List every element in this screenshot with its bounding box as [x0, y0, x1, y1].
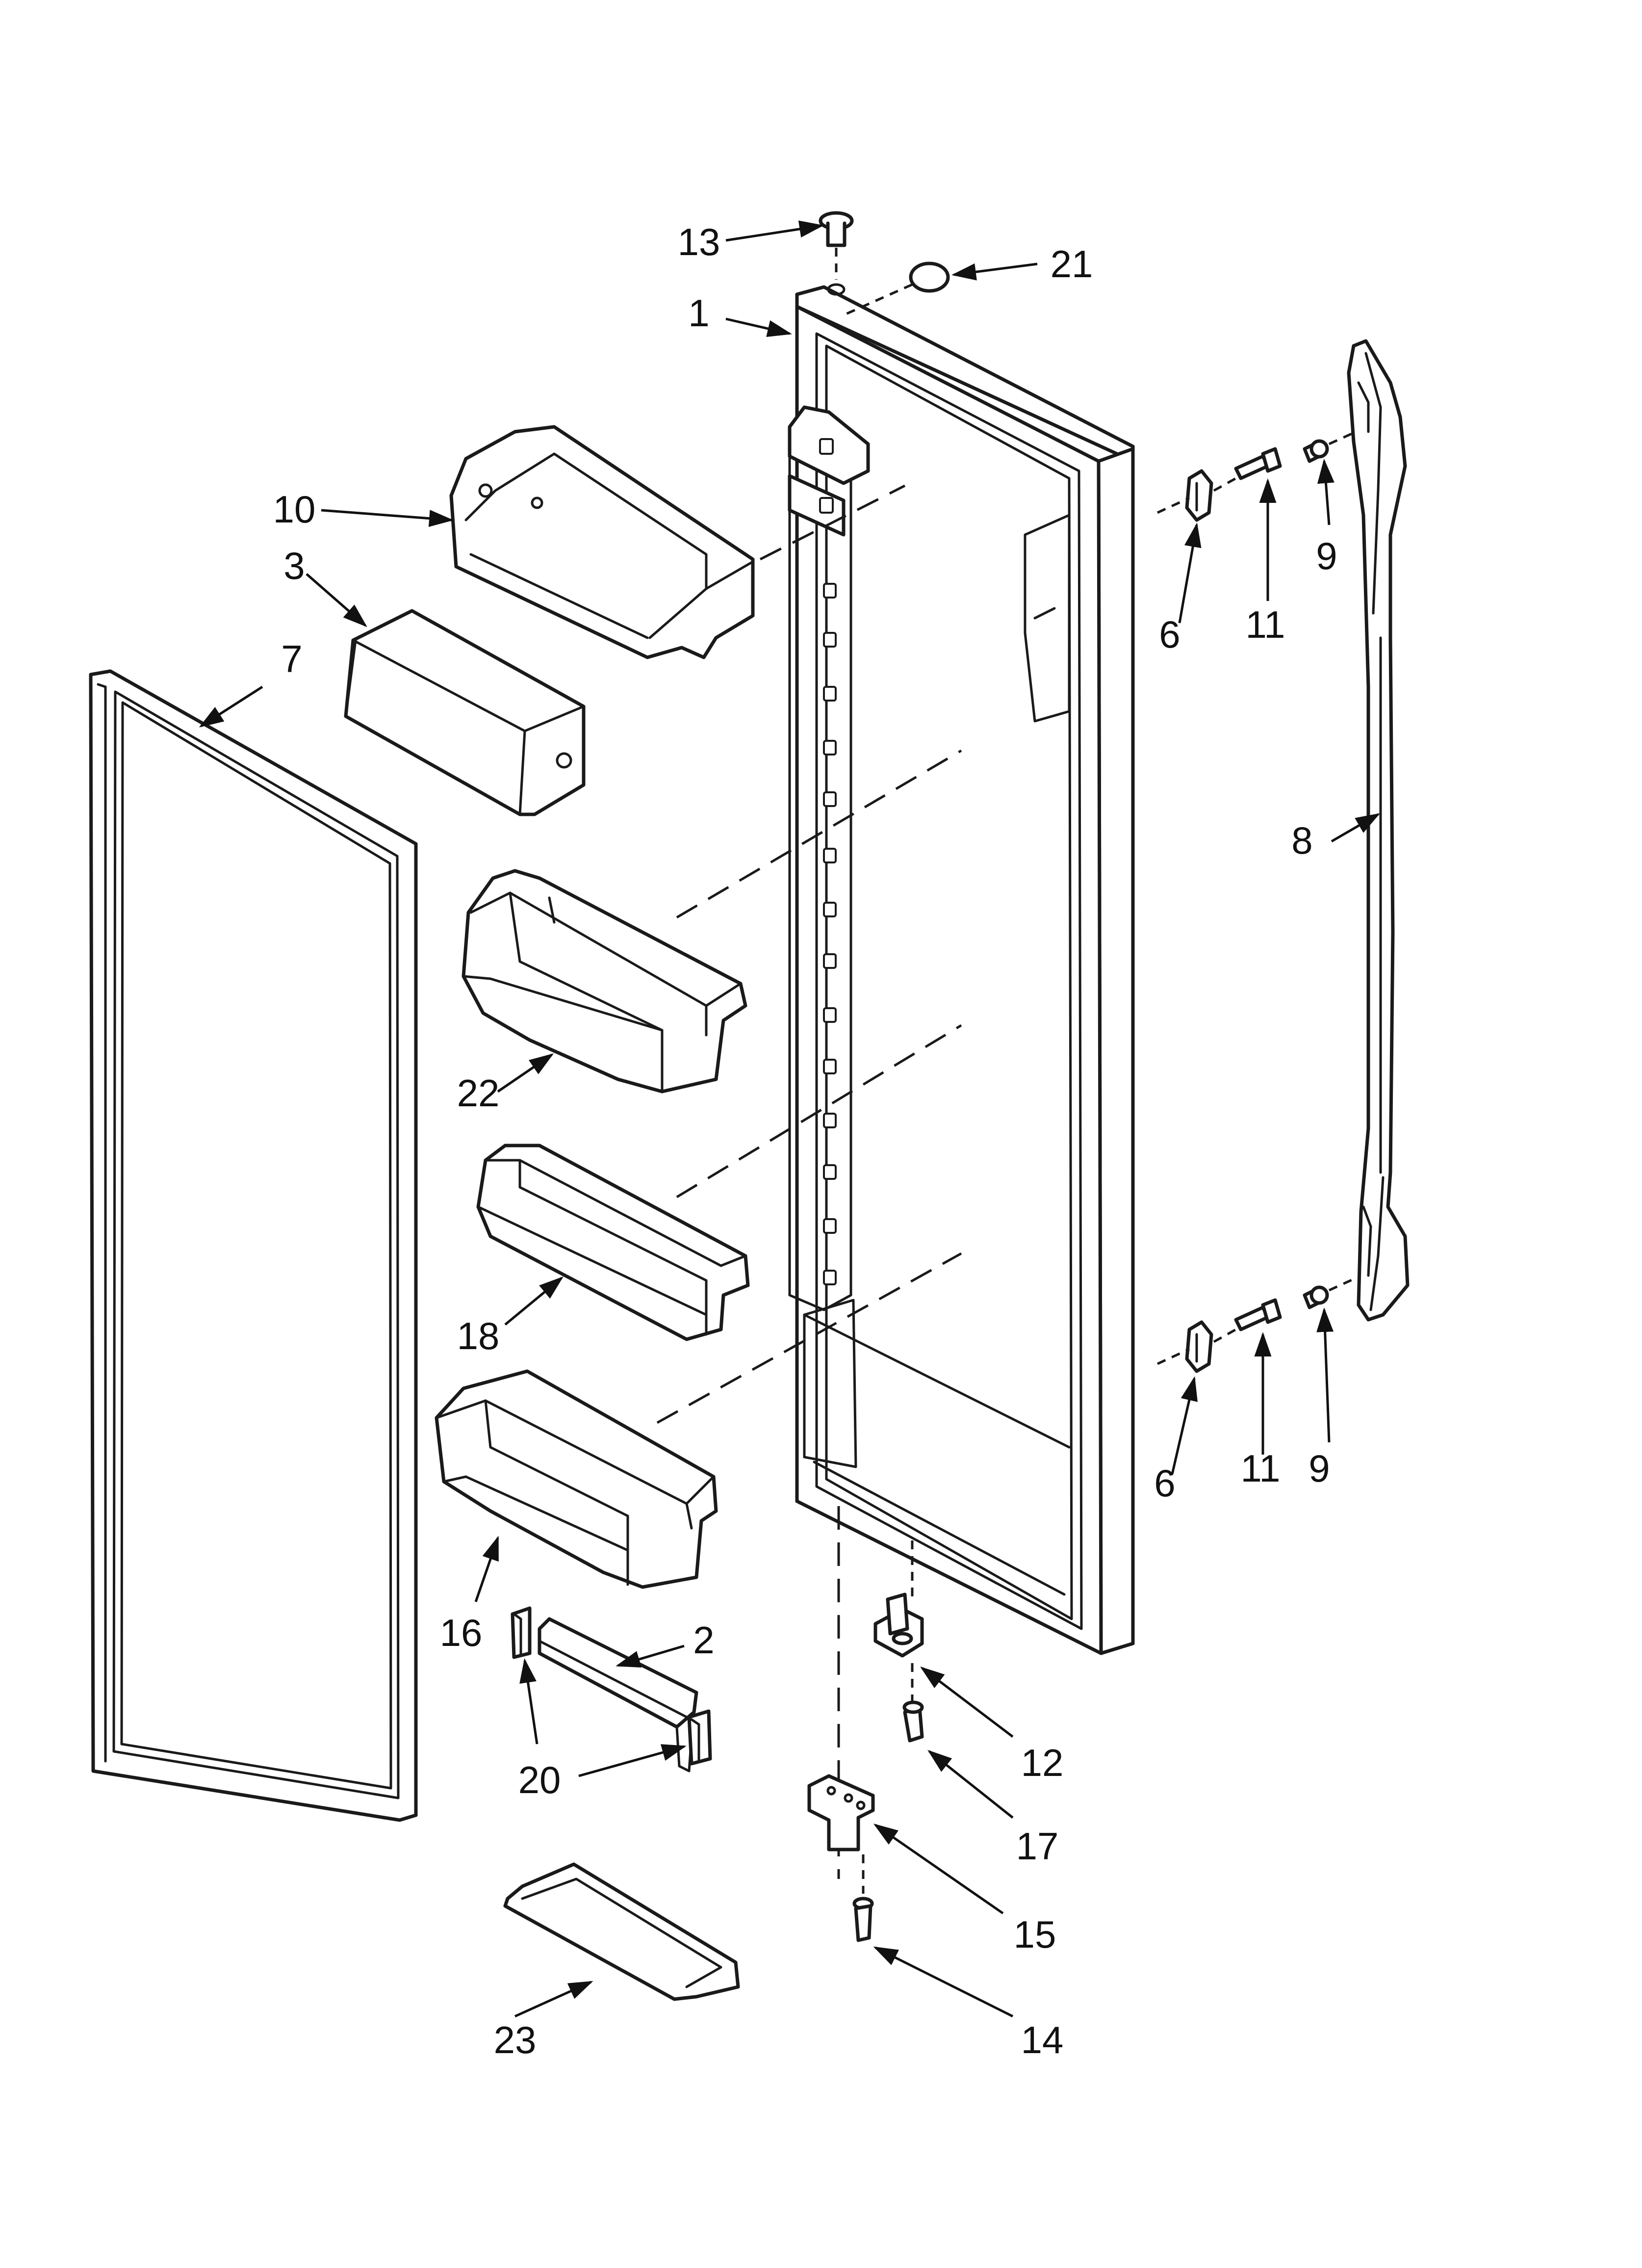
trim-end-caps	[511, 1606, 712, 1766]
door-liner	[788, 283, 1135, 1655]
callout-2: 2	[693, 1618, 714, 1662]
callout-6-lower: 6	[1154, 1461, 1175, 1505]
callout-22: 22	[457, 1071, 500, 1115]
upper-handle-fasteners	[1156, 430, 1357, 522]
door-handle	[1347, 339, 1410, 1322]
callout-9-upper: 9	[1316, 534, 1337, 577]
door-plug	[819, 211, 854, 280]
callout-11-lower: 11	[1241, 1447, 1281, 1490]
callout-labels: 1 2 3 6 6 7 8 9 9 10 11 11 12 13 14 15 1…	[273, 220, 1337, 2061]
callout-13: 13	[678, 220, 720, 263]
callout-12: 12	[1021, 1741, 1064, 1784]
callout-21: 21	[1051, 242, 1093, 286]
callout-23: 23	[494, 2018, 537, 2061]
leader-arrows	[199, 220, 1381, 2018]
callout-1: 1	[688, 291, 709, 335]
lower-handle-fasteners	[1156, 1277, 1357, 1373]
callout-9-lower: 9	[1308, 1447, 1330, 1490]
hinge-parts	[807, 1506, 924, 1942]
callout-17: 17	[1016, 1825, 1059, 1868]
callout-14: 14	[1021, 2018, 1064, 2061]
bottom-tray	[503, 1862, 740, 2001]
callout-7: 7	[281, 637, 302, 680]
trim-strip	[538, 1617, 698, 1773]
callout-15: 15	[1014, 1913, 1056, 1956]
callout-20: 20	[518, 1758, 561, 1801]
callout-3: 3	[283, 544, 305, 587]
dairy-compartment	[449, 425, 906, 659]
o-ring	[845, 261, 950, 315]
dairy-door	[344, 609, 586, 816]
door-gasket	[89, 669, 418, 1822]
callout-18: 18	[457, 1314, 500, 1357]
door-bin-18	[476, 1024, 962, 1341]
door-bin-16	[435, 1252, 962, 1589]
callout-16: 16	[440, 1611, 483, 1654]
callout-6-upper: 6	[1159, 613, 1180, 656]
door-bin-22	[462, 749, 962, 1094]
callout-8: 8	[1291, 819, 1312, 862]
callout-11-upper: 11	[1246, 603, 1285, 646]
callout-10: 10	[273, 488, 316, 531]
